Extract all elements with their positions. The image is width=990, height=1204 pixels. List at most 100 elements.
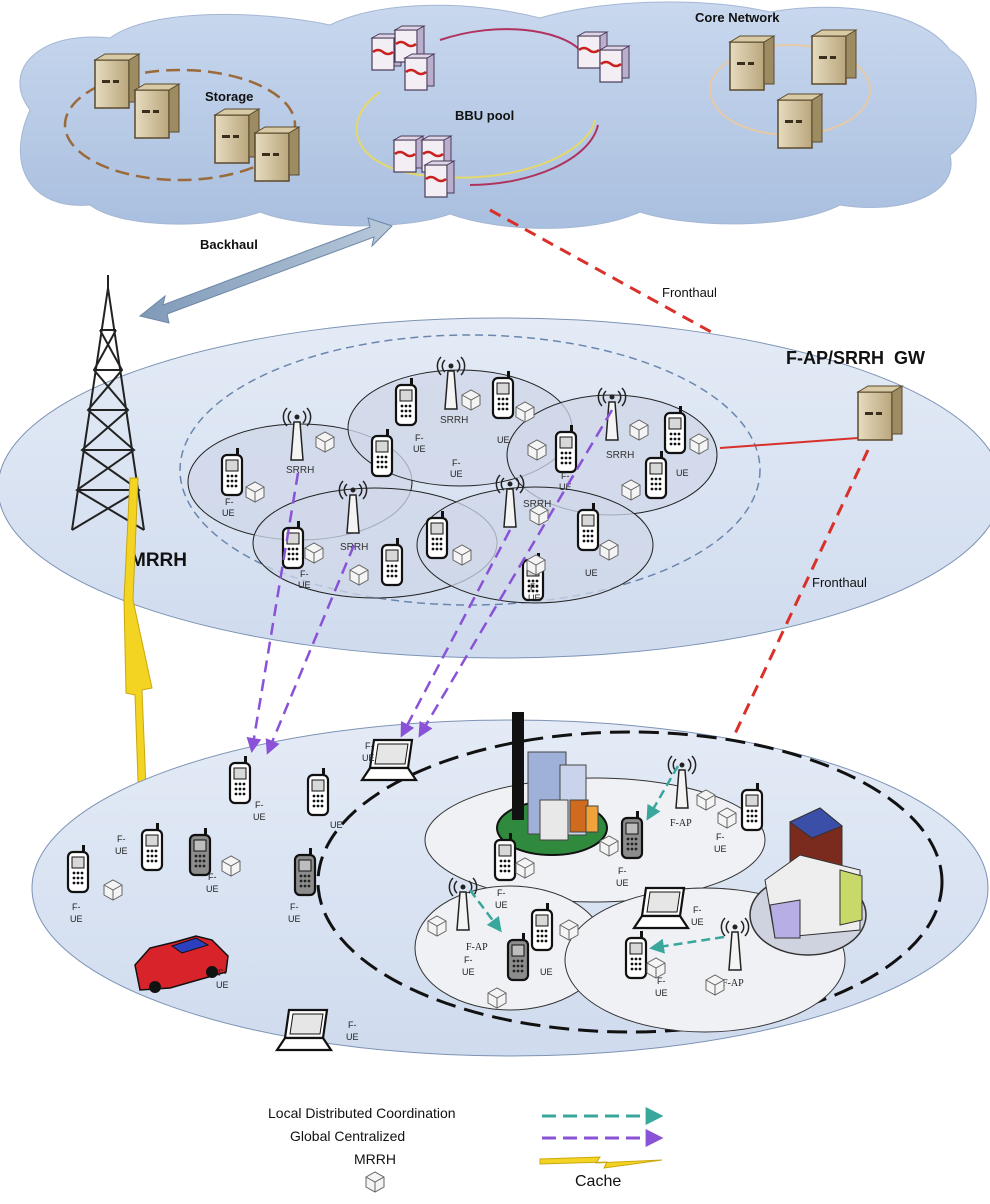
ue-label-line1: F- — [452, 458, 461, 468]
global-centralized-arrow — [418, 409, 614, 738]
storage-label: Storage — [205, 89, 253, 104]
storage-server-icon — [94, 53, 140, 109]
ue-label-line1: F- — [464, 955, 473, 965]
ue-label-line2: UE — [585, 568, 598, 578]
ue-phone-icon — [620, 809, 644, 860]
cache-cube-icon — [452, 544, 472, 566]
macro-plane-middle — [0, 317, 990, 659]
cache-cube-icon — [427, 915, 447, 937]
bbu-server-icon — [403, 52, 436, 92]
ue-label-line2: UE — [70, 914, 83, 924]
ue-phone-icon — [281, 519, 305, 570]
ue-phone-icon — [380, 536, 404, 587]
legend-global-label: Global Centralized — [290, 1128, 405, 1144]
mrrh-tower-icon — [71, 275, 145, 531]
ue-phone-icon — [493, 831, 517, 882]
ue-label-line2: UE — [253, 812, 266, 822]
fap-label: F-AP — [670, 818, 692, 829]
ue-phone-icon — [293, 846, 317, 897]
bbu-ring-yellow — [355, 91, 596, 179]
cache-cube-icon — [245, 481, 265, 503]
ue-label-line2: UE — [528, 593, 541, 603]
core-server-icon — [777, 93, 823, 149]
ue-label-line1: F- — [561, 471, 570, 481]
storage-ring — [63, 68, 297, 182]
cache-cube-icon — [221, 855, 241, 877]
ue-label-line1: F- — [117, 834, 126, 844]
bbu-server-icon — [598, 44, 631, 84]
srrh-label: SRRH — [523, 499, 551, 510]
ue-phone-icon — [66, 843, 90, 894]
storage-server-icon — [214, 108, 260, 164]
cache-cube-icon — [599, 835, 619, 857]
srrh-label: SRRH — [440, 415, 468, 426]
ue-label-line2: UE — [540, 967, 553, 977]
cache-cube-icon — [717, 807, 737, 829]
legend-local-label: Local Distributed Coordination — [268, 1105, 456, 1121]
fog-cluster-boundary — [316, 730, 944, 1034]
ue-label-line2: UE — [206, 884, 219, 894]
ue-label-line2: UE — [462, 967, 475, 977]
ue-label-line2: UE — [495, 900, 508, 910]
ue-phone-icon — [188, 826, 212, 877]
legend-cache-cube-icon — [365, 1171, 385, 1193]
mrrh-label: MRRH — [130, 550, 187, 571]
ue-label-line2: UE — [497, 435, 510, 445]
cache-cube-icon — [646, 957, 666, 979]
church-building-icon — [749, 807, 867, 956]
ue-label-line2: UE — [216, 980, 229, 990]
ue-label-line1: F- — [693, 905, 702, 915]
ue-label-line1: F- — [657, 976, 666, 986]
gateway-server-icon — [857, 385, 903, 441]
fronthaul-label-mid: Fronthaul — [812, 575, 867, 590]
srrh-label: SRRH — [606, 450, 634, 461]
cache-cube-icon — [689, 433, 709, 455]
bbu-ring-red — [439, 28, 599, 186]
gateway-link-cell — [719, 437, 859, 449]
legend: Local Distributed Coordination Global Ce… — [268, 1105, 664, 1193]
fap-label: F-AP — [722, 978, 744, 989]
legend-cache-label: Cache — [575, 1173, 621, 1190]
gateway-label: F-AP/SRRH GW — [786, 348, 925, 368]
core-server-icon — [811, 29, 857, 85]
ue-phone-icon — [663, 404, 687, 455]
ue-label-line2: UE — [413, 444, 426, 454]
cache-cube-icon — [529, 504, 549, 526]
ue-label-line1: F- — [300, 569, 309, 579]
ue-label-line1: F- — [290, 902, 299, 912]
ue-label-line2: UE — [559, 482, 572, 492]
local-coordination-arrow — [646, 765, 680, 821]
storage-server-icon — [254, 126, 300, 182]
local-coordination-arrow — [469, 889, 502, 933]
cache-cube-icon — [515, 401, 535, 423]
ue-label-line1: F- — [72, 902, 81, 912]
ue-phone-icon — [740, 781, 764, 832]
ue-label-line2: UE — [450, 469, 463, 479]
ue-label-line2: UE — [655, 988, 668, 998]
ue-label-line1: F- — [365, 741, 374, 751]
ue-label-line2: UE — [676, 468, 689, 478]
cache-cube-icon — [315, 431, 335, 453]
ue-phone-icon — [306, 766, 330, 817]
cache-cube-icon — [629, 419, 649, 441]
cache-cube-icon — [461, 389, 481, 411]
ue-label-line1: F- — [530, 582, 539, 592]
ue-label-line2: UE — [288, 914, 301, 924]
legend-lightning-icon — [539, 1156, 663, 1169]
fap-label: F-AP — [466, 942, 488, 953]
global-centralized-arrow — [400, 529, 512, 738]
core-network-label: Core Network — [695, 10, 780, 25]
ue-phone-icon — [491, 369, 515, 420]
ue-label-line2: UE — [298, 580, 311, 590]
ue-phone-icon — [530, 901, 554, 952]
ue-phone-icon — [140, 821, 164, 872]
cache-cube-icon — [103, 879, 123, 901]
ue-label-line1: F- — [348, 1020, 357, 1030]
car-icon — [134, 935, 229, 993]
ue-label-line1: F- — [497, 888, 506, 898]
global-centralized-arrow — [246, 472, 300, 753]
backhaul-arrow — [138, 217, 393, 324]
ue-label-line2: UE — [714, 844, 727, 854]
